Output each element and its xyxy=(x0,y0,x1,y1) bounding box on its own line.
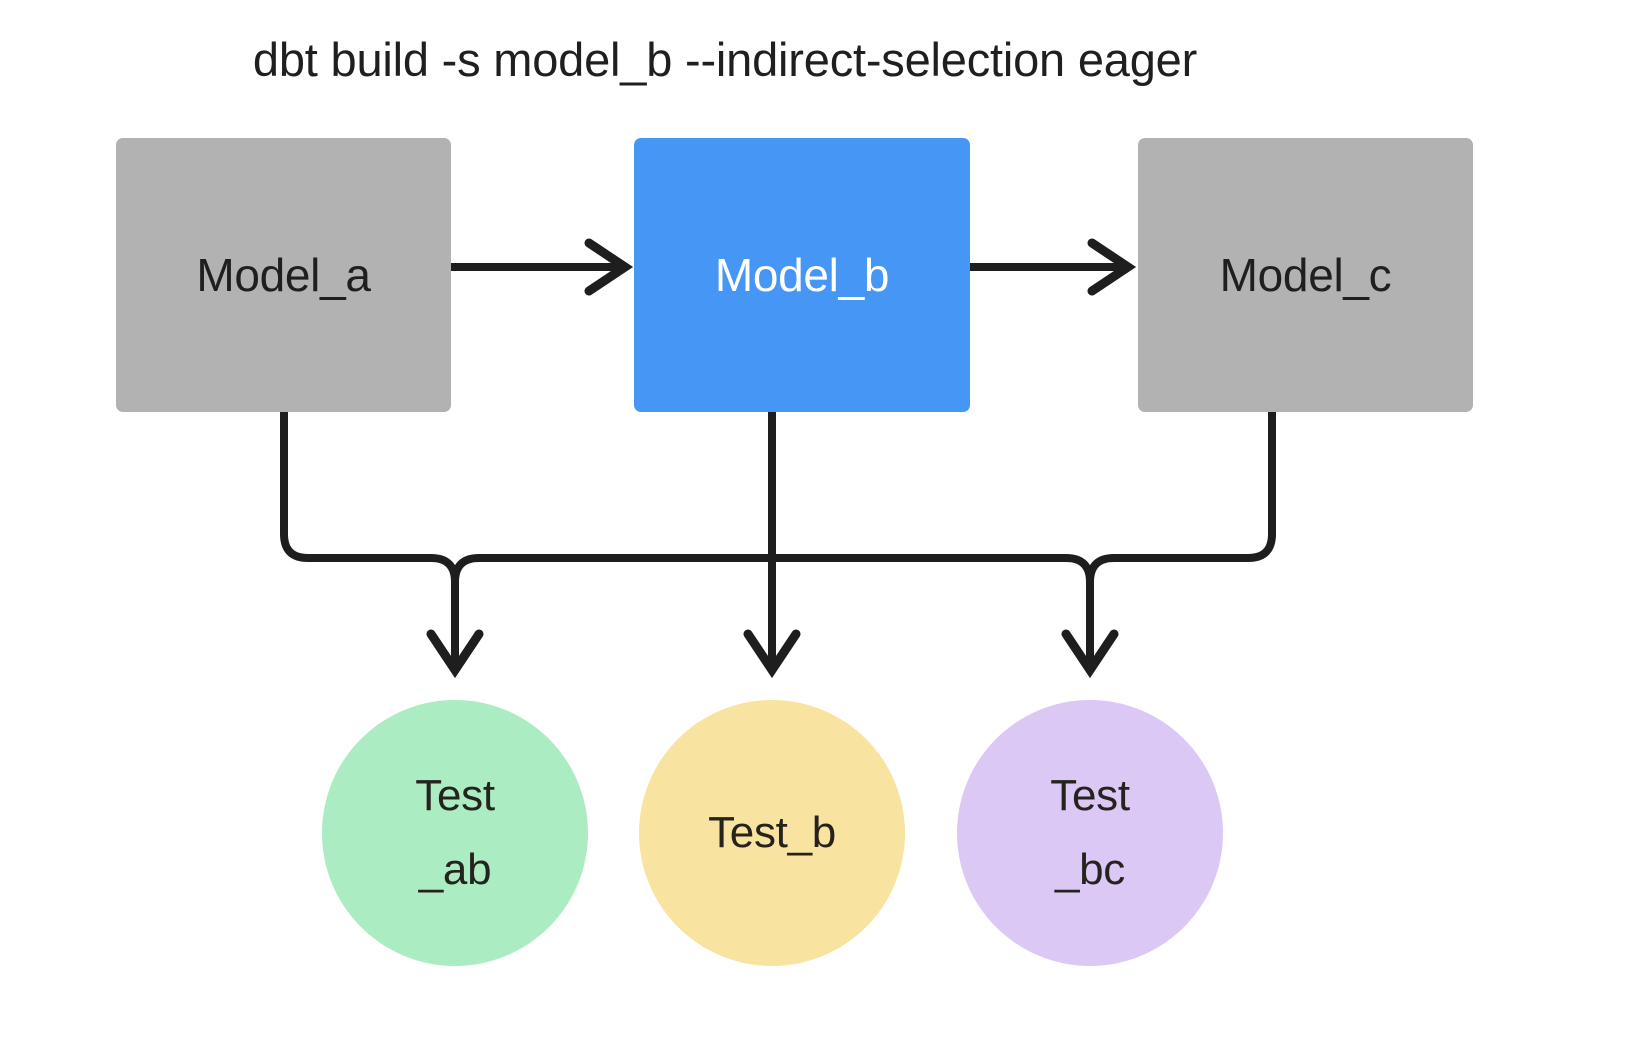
node-test-ab[interactable]: Test _ab xyxy=(322,700,588,966)
node-test-bc-label-line2: _bc xyxy=(1054,845,1126,894)
arrowhead-test-ab xyxy=(426,629,484,679)
edge-model-b-to-test-bc xyxy=(772,554,1094,664)
edge-model-c-to-test-bc xyxy=(1086,412,1276,583)
node-test-ab-label-line1: Test xyxy=(415,771,495,820)
edge-model-a-to-test-ab xyxy=(280,412,459,664)
node-test-b-label-line1: Test_b xyxy=(708,808,836,857)
node-model-c-label: Model_c xyxy=(1219,248,1392,301)
node-test-bc[interactable]: Test _bc xyxy=(957,700,1223,966)
page-title: dbt build -s model_b --indirect-selectio… xyxy=(252,33,1198,86)
node-model-b-label: Model_b xyxy=(714,248,890,301)
node-model-c[interactable]: Model_c xyxy=(1138,138,1473,412)
arrowhead-test-bc xyxy=(1061,629,1119,679)
arrowhead-test-b xyxy=(743,629,801,679)
node-test-b[interactable]: Test_b xyxy=(639,700,905,966)
edge-model-b-to-model-c xyxy=(970,238,1137,296)
edge-model-a-to-model-b xyxy=(451,238,634,296)
node-test-ab-label-line2: _ab xyxy=(418,845,492,894)
node-model-a[interactable]: Model_a xyxy=(116,138,451,412)
edge-model-b-to-test-ab xyxy=(451,554,772,583)
node-model-b[interactable]: Model_b xyxy=(634,138,970,412)
node-model-a-label: Model_a xyxy=(196,248,371,301)
node-test-bc-label-line1: Test xyxy=(1050,771,1130,820)
